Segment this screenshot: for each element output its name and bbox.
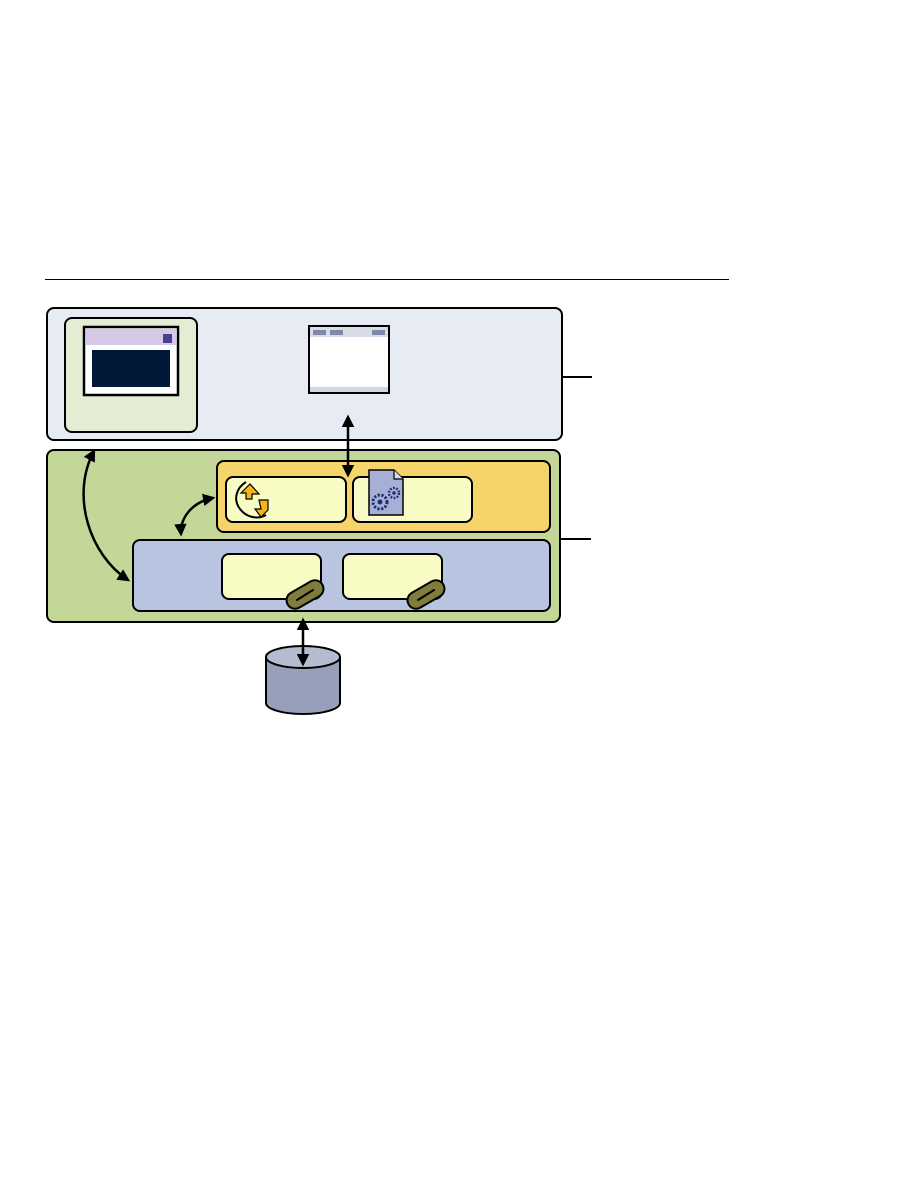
ejb-component-box-2 bbox=[342, 553, 443, 600]
application-window-icon bbox=[82, 325, 180, 397]
bean-icon bbox=[406, 579, 446, 610]
browser-window-icon bbox=[308, 325, 390, 394]
ejb-component-box-1 bbox=[221, 553, 322, 600]
web-to-ejb-arrow bbox=[174, 493, 216, 537]
bean-icon bbox=[285, 579, 325, 610]
gear-document-icon bbox=[368, 469, 404, 516]
desktop-to-ejb-arrow bbox=[82, 448, 131, 582]
servlet-cycle-icon bbox=[235, 481, 269, 519]
ejb-container-box bbox=[132, 539, 551, 612]
